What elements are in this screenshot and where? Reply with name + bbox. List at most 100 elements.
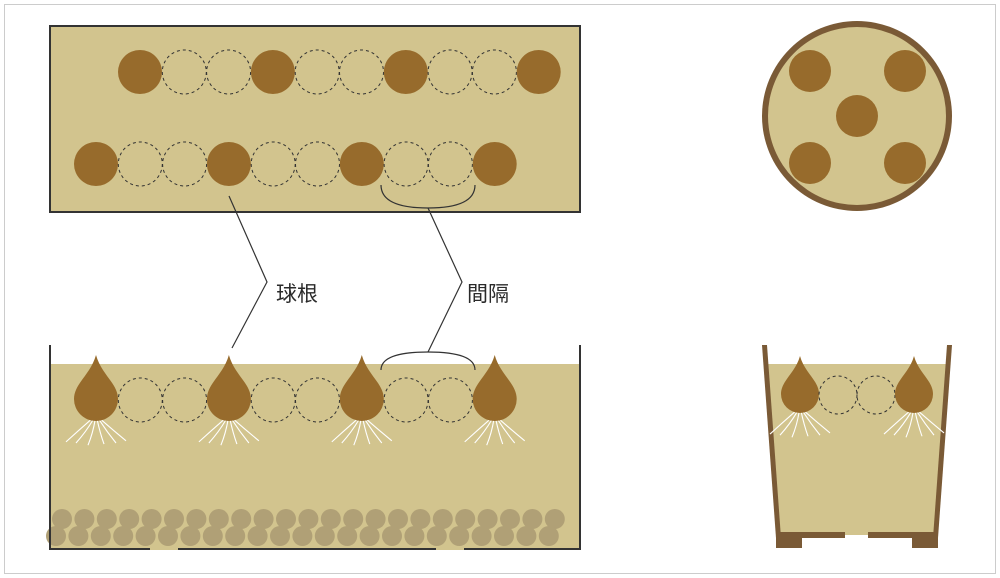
side-view-bulb-row xyxy=(65,355,526,446)
root-line xyxy=(364,419,383,444)
root-line xyxy=(75,419,94,444)
pebble xyxy=(337,526,358,546)
root-line xyxy=(486,419,495,446)
pot-left-wall xyxy=(762,345,781,538)
pebble xyxy=(544,509,565,529)
bulb-gap-circle xyxy=(427,141,473,187)
pot-top-bulb xyxy=(884,142,926,184)
root-line xyxy=(883,411,909,435)
bulb-circle xyxy=(74,142,118,186)
pot-top-view xyxy=(762,21,952,211)
pebble xyxy=(432,509,453,529)
root-line xyxy=(805,411,831,434)
pebble xyxy=(180,526,201,546)
pebble xyxy=(359,526,380,546)
root-line xyxy=(101,419,127,442)
root-line xyxy=(495,419,504,445)
pebble xyxy=(186,509,207,529)
bulb-label: 球根 xyxy=(276,282,318,306)
root-line xyxy=(208,419,227,444)
pebble xyxy=(292,526,313,546)
pebble xyxy=(135,526,156,546)
pebble xyxy=(247,526,268,546)
bulb-circle xyxy=(250,50,295,94)
root-line xyxy=(98,419,117,444)
bulb-with-roots xyxy=(198,355,260,446)
planter-side-walls xyxy=(49,345,581,549)
pebble xyxy=(90,526,111,546)
top-view-row-1 xyxy=(118,49,561,95)
root-line xyxy=(331,419,357,443)
bulb-gap-circle xyxy=(818,375,858,415)
root-line xyxy=(779,411,798,436)
spacing-leader-line xyxy=(427,207,463,353)
pebble xyxy=(314,526,335,546)
bulb-circle xyxy=(206,142,251,186)
pebble xyxy=(382,526,402,546)
root-line xyxy=(96,419,105,445)
pot-side-bulb-row xyxy=(769,356,945,438)
pot-top-bulb xyxy=(789,50,831,92)
pebble xyxy=(202,526,223,546)
bulb-circle xyxy=(339,142,384,186)
pebble xyxy=(276,509,296,529)
top-view-row-2 xyxy=(74,141,517,187)
root-line xyxy=(229,419,238,445)
pebble xyxy=(52,509,72,529)
pebble xyxy=(449,526,470,546)
root-line xyxy=(916,411,935,436)
pot-top-bulb xyxy=(836,95,878,137)
pebble xyxy=(164,509,184,529)
outer-border xyxy=(4,4,996,574)
pot-left-foot xyxy=(776,532,845,548)
root-line xyxy=(474,419,493,444)
pebble xyxy=(208,509,229,529)
bulb-circle xyxy=(118,50,162,94)
bulb-gap-circle xyxy=(856,375,896,415)
pebble xyxy=(500,509,520,529)
root-line xyxy=(231,419,250,444)
pot-top-bulb xyxy=(884,50,926,92)
root-line xyxy=(87,419,96,446)
bulb-gap-circle xyxy=(427,377,473,423)
bulb-with-roots xyxy=(464,355,526,446)
pebble xyxy=(119,509,140,529)
pebble xyxy=(320,509,341,529)
bulb-teardrop xyxy=(339,355,384,421)
pebble xyxy=(365,509,386,529)
bulb-gap-circle xyxy=(162,141,208,187)
pebble xyxy=(141,509,162,529)
root-line xyxy=(802,411,821,436)
bulb-gap-circle xyxy=(295,141,340,187)
root-line xyxy=(464,419,490,443)
bulb-with-roots xyxy=(65,355,127,446)
root-line xyxy=(499,419,526,442)
bulb-gap-circle xyxy=(162,377,208,423)
root-line xyxy=(366,419,393,442)
pot-right-foot xyxy=(868,532,938,548)
pebble xyxy=(68,526,89,546)
root-line xyxy=(362,419,371,445)
pebble xyxy=(298,509,319,529)
bulb-with-roots xyxy=(769,356,831,438)
bulb-teardrop xyxy=(895,356,933,413)
bulb-circle xyxy=(383,50,428,94)
drainage-pebbles-planter xyxy=(46,509,565,546)
bulb-teardrop xyxy=(781,356,819,413)
pebble xyxy=(404,526,425,546)
root-line xyxy=(353,419,362,446)
bulb-leader-line xyxy=(228,195,268,349)
pebble xyxy=(113,526,134,546)
pebble xyxy=(516,526,537,546)
root-line xyxy=(497,419,516,444)
pebble xyxy=(388,509,408,529)
pebble xyxy=(477,509,498,529)
bulb-teardrop xyxy=(74,355,118,421)
pebble xyxy=(231,509,252,529)
pebble xyxy=(225,526,246,546)
bulb-gap-circle xyxy=(295,377,340,423)
pebble xyxy=(343,509,364,529)
pebble xyxy=(270,526,290,546)
bulb-teardrop xyxy=(472,355,517,421)
